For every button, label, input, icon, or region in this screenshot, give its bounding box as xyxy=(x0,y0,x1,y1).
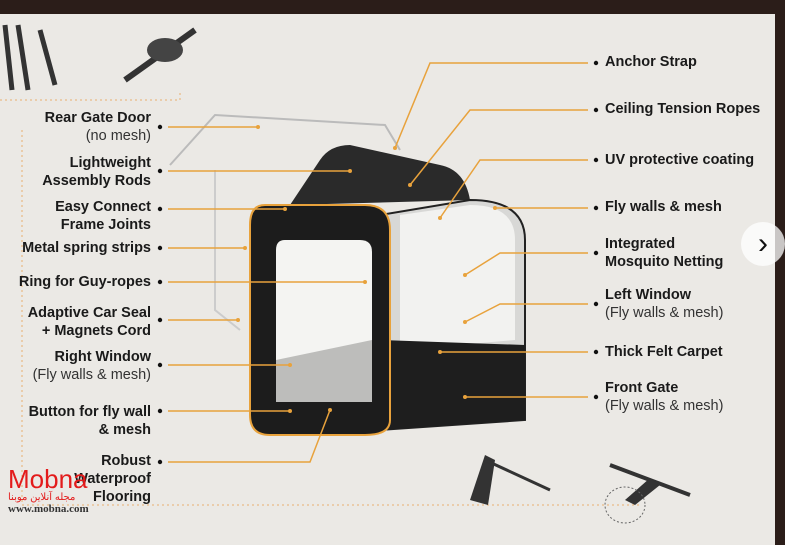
rods-icon xyxy=(2,24,58,91)
anchor-hook-icon xyxy=(470,455,551,505)
label-front-gate: Front Gate(Fly walls & mesh) xyxy=(605,380,724,414)
label-right-window: Right Window(Fly walls & mesh) xyxy=(32,349,151,383)
strap-hook-icon xyxy=(604,463,691,524)
label-bullets xyxy=(157,60,599,465)
leader-endpoints xyxy=(236,125,497,413)
frame-border-top xyxy=(0,0,785,14)
leader-lines-left xyxy=(168,126,365,463)
chevron-right-icon: › xyxy=(758,227,768,260)
frame-border-right xyxy=(775,0,785,545)
label-car-seal: Adaptive Car Seal+ Magnets Cord xyxy=(27,305,151,339)
label-metal-spring-strips: Metal spring strips xyxy=(22,240,151,256)
label-rear-gate-door: Rear Gate Door(no mesh) xyxy=(44,110,151,144)
dotted-guide xyxy=(0,90,181,101)
label-fly-walls: Fly walls & mesh xyxy=(605,199,722,215)
label-fly-wall-button: Button for fly wall& mesh xyxy=(28,404,151,438)
label-uv-coating: UV protective coating xyxy=(605,152,755,168)
watermark: Mobna مجله آنلاین موبنا www.mobna.com xyxy=(8,464,89,515)
next-slide-button[interactable]: › xyxy=(741,222,785,266)
joint-icon xyxy=(123,27,197,83)
leader-lines-right xyxy=(394,62,588,398)
label-ceiling-ropes: Ceiling Tension Ropes xyxy=(605,101,761,117)
label-anchor-strap: Anchor Strap xyxy=(605,54,697,70)
label-felt-carpet: Thick Felt Carpet xyxy=(605,344,723,360)
label-guy-ropes-ring: Ring for Guy-ropes xyxy=(18,274,151,290)
dotted-guide xyxy=(21,130,640,506)
label-left-window: Left Window(Fly walls & mesh) xyxy=(605,287,724,321)
